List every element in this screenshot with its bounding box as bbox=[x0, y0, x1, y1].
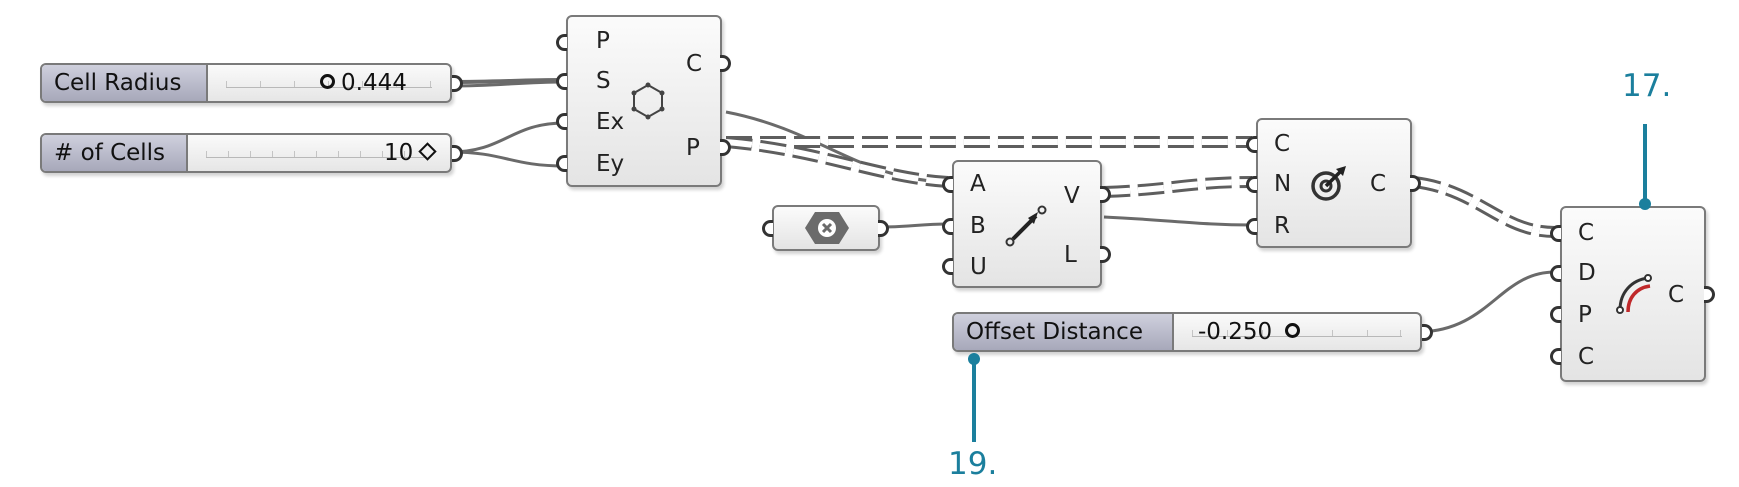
input-c-label: C bbox=[1274, 131, 1291, 157]
input-grip-a[interactable] bbox=[942, 176, 953, 193]
slider-value: 0.444 bbox=[320, 65, 407, 101]
output-grip-c[interactable] bbox=[1704, 286, 1715, 303]
input-n-label: N bbox=[1274, 171, 1292, 197]
slider-track[interactable] bbox=[206, 147, 426, 158]
input-d-label: D bbox=[1578, 260, 1596, 286]
input-grip[interactable] bbox=[762, 220, 773, 237]
slider-knob[interactable] bbox=[320, 74, 335, 89]
input-grip-c2[interactable] bbox=[1550, 348, 1561, 365]
callout-17-dot bbox=[1639, 198, 1651, 210]
input-r-label: R bbox=[1274, 213, 1290, 239]
move-away-component[interactable]: C N R C bbox=[1246, 118, 1421, 248]
target-move-icon bbox=[1311, 166, 1346, 201]
input-ex-label: Ex bbox=[596, 109, 625, 135]
input-u-label: U bbox=[970, 254, 987, 280]
output-c-label: C bbox=[1668, 282, 1685, 308]
slider-label: # of Cells bbox=[42, 135, 188, 171]
output-grip-l[interactable] bbox=[1100, 246, 1111, 263]
hexagonal-grid-component[interactable]: P S Ex Ey C P bbox=[556, 15, 731, 187]
input-grip-r[interactable] bbox=[1246, 218, 1257, 235]
input-grip-p[interactable] bbox=[556, 34, 567, 51]
input-grip-ex[interactable] bbox=[556, 113, 567, 130]
slider-value: -0.250 bbox=[1198, 314, 1306, 350]
output-grip-c[interactable] bbox=[720, 55, 731, 72]
output-grip[interactable] bbox=[452, 145, 463, 162]
input-grip-u[interactable] bbox=[942, 258, 953, 275]
slider-value: 10 bbox=[384, 135, 437, 171]
slider-label: Offset Distance bbox=[954, 314, 1174, 350]
callout-19-dot bbox=[968, 353, 980, 365]
input-grip-p[interactable] bbox=[1550, 306, 1561, 323]
output-l-label: L bbox=[1064, 242, 1077, 268]
output-grip-c[interactable] bbox=[1410, 175, 1421, 192]
wire-radius-s bbox=[449, 78, 566, 84]
hexagon-grid-icon bbox=[631, 82, 665, 120]
output-grip-v[interactable] bbox=[1100, 186, 1111, 203]
input-grip-ey[interactable] bbox=[556, 155, 567, 172]
input-grip-d[interactable] bbox=[1550, 265, 1561, 282]
input-p-label: P bbox=[1578, 302, 1592, 328]
wire-l-r bbox=[1103, 215, 1253, 227]
wire-offset-d bbox=[1419, 270, 1556, 334]
output-v-label: V bbox=[1064, 183, 1080, 209]
slider-knob[interactable] bbox=[1285, 323, 1301, 338]
wire-cells-ey bbox=[449, 150, 566, 168]
wire-param-b bbox=[881, 222, 949, 229]
output-c-label: C bbox=[686, 51, 703, 77]
num-cells-slider[interactable]: # of Cells 10 bbox=[40, 133, 463, 173]
vector-two-point-component[interactable]: A B U V L bbox=[942, 160, 1111, 288]
offset-curve-icon bbox=[1616, 274, 1652, 314]
input-c2-label: C bbox=[1578, 344, 1595, 370]
input-grip-n[interactable] bbox=[1246, 176, 1257, 193]
close-hex-icon bbox=[805, 212, 849, 244]
vector-arrow-icon bbox=[1005, 205, 1047, 247]
offset-curve-component[interactable]: C D P C C bbox=[1550, 206, 1715, 382]
slider-label: Cell Radius bbox=[42, 65, 208, 101]
output-grip-p[interactable] bbox=[720, 139, 731, 156]
input-grip-s[interactable] bbox=[556, 73, 567, 90]
input-a-label: A bbox=[970, 171, 986, 197]
input-ey-label: Ey bbox=[596, 151, 625, 177]
input-c-label: C bbox=[1578, 220, 1595, 246]
input-b-label: B bbox=[970, 213, 986, 239]
callout-17-line bbox=[1643, 124, 1647, 200]
output-grip[interactable] bbox=[1422, 324, 1433, 341]
input-s-label: S bbox=[596, 68, 611, 94]
output-p-label: P bbox=[686, 135, 700, 161]
input-p-label: P bbox=[596, 28, 610, 54]
input-grip-c[interactable] bbox=[1246, 136, 1257, 153]
input-grip-c[interactable] bbox=[1550, 225, 1561, 242]
cell-radius-slider[interactable]: Cell Radius 0.444 bbox=[40, 63, 463, 103]
offset-distance-slider[interactable]: Offset Distance -0.250 bbox=[952, 312, 1433, 352]
output-grip[interactable] bbox=[878, 220, 889, 237]
output-grip[interactable] bbox=[452, 75, 463, 92]
callout-17-label: 17. bbox=[1622, 68, 1672, 104]
slider-knob[interactable] bbox=[418, 142, 437, 161]
input-grip-b[interactable] bbox=[942, 218, 953, 235]
callout-19-line bbox=[972, 360, 976, 442]
output-c-label: C bbox=[1370, 171, 1387, 197]
callout-19-label: 19. bbox=[948, 446, 998, 482]
param-component[interactable] bbox=[762, 205, 889, 251]
wire-cells-ex bbox=[449, 121, 566, 154]
